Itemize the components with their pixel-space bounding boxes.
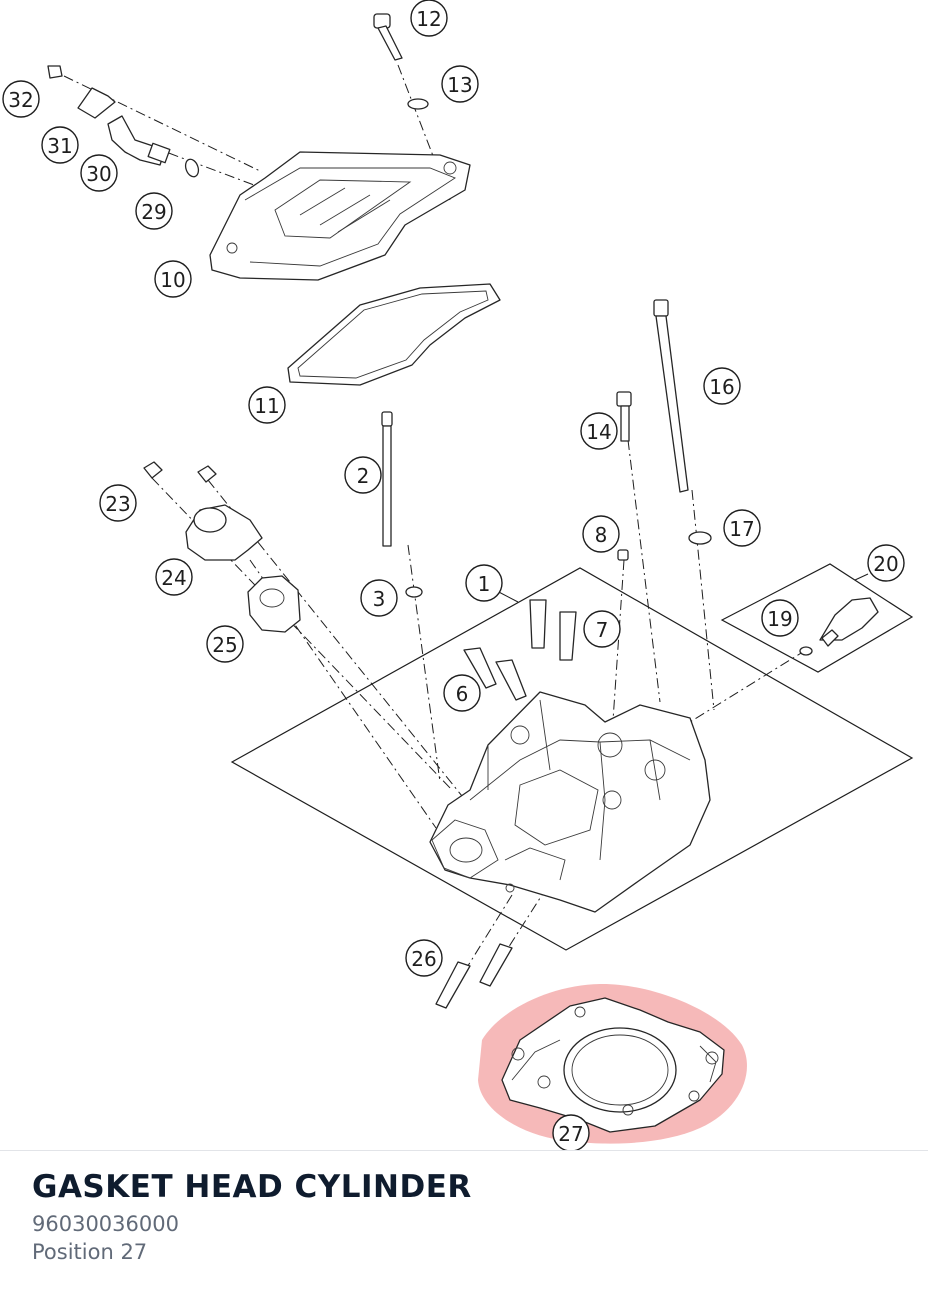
- callout-circle: [206, 625, 244, 663]
- callout-circle: [360, 579, 398, 617]
- callout-circle: [443, 674, 481, 712]
- callout-circle: [723, 509, 761, 547]
- callout-label: 13: [447, 73, 472, 97]
- breather-fitting-parts: [47, 65, 200, 178]
- callout-label: 12: [416, 7, 441, 31]
- callout-14[interactable]: 14: [580, 412, 618, 450]
- callout-27[interactable]: 27: [552, 1114, 590, 1150]
- callout-label: 20: [873, 552, 898, 576]
- valve-cover-gasket: [287, 283, 501, 386]
- callout-26[interactable]: 26: [405, 939, 443, 977]
- callout-2[interactable]: 2: [344, 456, 382, 494]
- callout-circle: [583, 610, 621, 648]
- callout-leaders: [494, 573, 869, 603]
- callout-17[interactable]: 17: [723, 509, 761, 547]
- callout-19[interactable]: 19: [761, 599, 799, 637]
- callout-circle: [410, 0, 448, 37]
- callout-label: 32: [8, 88, 33, 112]
- callout-circle: [2, 80, 40, 118]
- callout-circle: [99, 484, 137, 522]
- divider: [0, 1150, 928, 1151]
- callout-circle: [465, 564, 503, 602]
- callout-label: 27: [558, 1122, 583, 1146]
- callout-3[interactable]: 3: [360, 579, 398, 617]
- callout-circle: [552, 1114, 590, 1150]
- dowel-pins: [435, 943, 513, 1009]
- callout-label: 8: [595, 523, 608, 547]
- callout-label: 23: [105, 492, 130, 516]
- callout-group: 1236781011121314161719202324252627293031…: [2, 0, 905, 1150]
- cylinder-head-assembly-frame: [230, 567, 914, 951]
- callout-label: 14: [586, 420, 611, 444]
- callout-32[interactable]: 32: [2, 80, 40, 118]
- part-position: Position 27: [32, 1240, 148, 1264]
- callout-label: 6: [456, 682, 469, 706]
- callout-circle: [441, 65, 479, 103]
- callout-circle: [154, 260, 192, 298]
- callout-7[interactable]: 7: [583, 610, 621, 648]
- thermostat-housing-parts: [143, 461, 301, 633]
- callout-label: 26: [411, 947, 436, 971]
- callout-6[interactable]: 6: [443, 674, 481, 712]
- callout-11[interactable]: 11: [248, 386, 286, 424]
- callout-31[interactable]: 31: [41, 126, 79, 164]
- callout-circle: [80, 154, 118, 192]
- callout-label: 10: [160, 268, 185, 292]
- callout-label: 31: [47, 134, 72, 158]
- callout-12[interactable]: 12: [410, 0, 448, 37]
- callout-24[interactable]: 24: [155, 558, 193, 596]
- callout-label: 25: [212, 633, 237, 657]
- callout-circle: [761, 599, 799, 637]
- valve-cover: [209, 151, 471, 281]
- cylinder-head-bolts: [381, 299, 712, 598]
- callout-circle: [580, 412, 618, 450]
- callout-label: 7: [596, 618, 609, 642]
- callout-label: 1: [478, 572, 491, 596]
- screw-and-washer-top: [373, 13, 429, 110]
- part-info-panel: GASKET HEAD CYLINDER 96030036000 Positio…: [32, 1164, 472, 1266]
- sensor-assembly-frame: [720, 563, 914, 673]
- callout-8[interactable]: 8: [582, 515, 620, 553]
- callout-10[interactable]: 10: [154, 260, 192, 298]
- callout-label: 19: [767, 607, 792, 631]
- callout-label: 30: [86, 162, 111, 186]
- callout-23[interactable]: 23: [99, 484, 137, 522]
- callout-circle: [344, 456, 382, 494]
- callout-label: 2: [357, 464, 370, 488]
- callout-16[interactable]: 16: [703, 367, 741, 405]
- callout-circle: [41, 126, 79, 164]
- callout-circle: [135, 192, 173, 230]
- callout-circle: [405, 939, 443, 977]
- callout-label: 24: [161, 566, 186, 590]
- callout-circle: [155, 558, 193, 596]
- callout-label: 11: [254, 394, 279, 418]
- callout-29[interactable]: 29: [135, 192, 173, 230]
- callout-label: 29: [141, 200, 166, 224]
- callout-circle: [867, 544, 905, 582]
- callout-circle: [703, 367, 741, 405]
- callout-25[interactable]: 25: [206, 625, 244, 663]
- exploded-parts-diagram: 1236781011121314161719202324252627293031…: [2, 0, 914, 1150]
- callout-label: 17: [729, 517, 754, 541]
- callout-circle: [582, 515, 620, 553]
- part-number: 96030036000: [32, 1212, 179, 1236]
- callout-circle: [248, 386, 286, 424]
- callout-label: 3: [373, 587, 386, 611]
- cylinder-head: [429, 691, 711, 913]
- head-gasket-highlight: [478, 983, 747, 1144]
- valve-guides: [463, 599, 577, 701]
- callout-20[interactable]: 20: [867, 544, 905, 582]
- temperature-sensor: [799, 597, 879, 656]
- callout-1[interactable]: 1: [465, 564, 503, 602]
- callout-30[interactable]: 30: [80, 154, 118, 192]
- callout-label: 16: [709, 375, 734, 399]
- callout-13[interactable]: 13: [441, 65, 479, 103]
- part-name: GASKET HEAD CYLINDER: [32, 1169, 472, 1205]
